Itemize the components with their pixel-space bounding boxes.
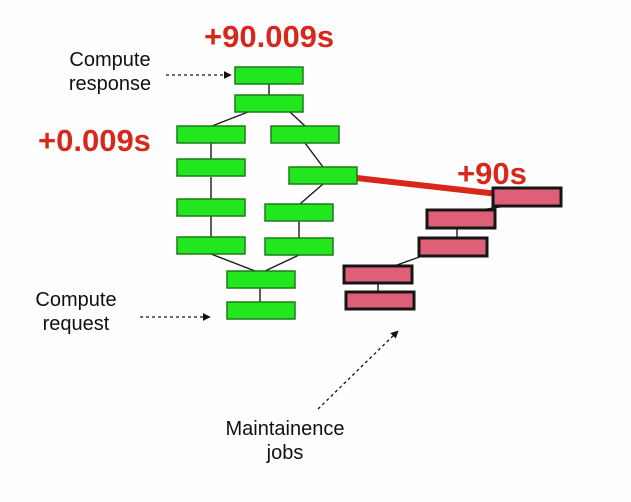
maintenance-node [342, 264, 414, 285]
compute-node [176, 198, 246, 217]
compute-node [176, 158, 246, 177]
timing-right: +90s [457, 156, 527, 191]
compute-node [234, 94, 304, 113]
compute-response-node [234, 66, 304, 85]
compute-node [176, 236, 246, 255]
edge-right-to-request [264, 254, 300, 272]
edge-response-to-left-branch [211, 111, 249, 127]
compute-request-label-line1: Compute [35, 289, 117, 311]
compute-node [288, 166, 358, 185]
timing-left: +0.009s [38, 123, 151, 158]
maintenance-label-line1: Maintainence [225, 418, 345, 440]
maintenance-label: Maintainence jobs [205, 417, 365, 465]
compute-request-node [226, 301, 296, 320]
dependency-link [354, 175, 501, 197]
maintenance-node [344, 290, 416, 311]
edge-right-1-2 [304, 142, 324, 168]
compute-node [264, 237, 334, 256]
compute-request-label-line2: request [42, 313, 110, 335]
compute-edges [210, 84, 324, 302]
compute-node [226, 270, 296, 289]
edge-left-to-request [210, 253, 256, 272]
timing-top: +90.009s [204, 19, 335, 54]
maintenance-node [425, 208, 497, 230]
compute-response-label-line1: Compute [69, 49, 151, 71]
compute-node [270, 125, 340, 144]
maintenance-label-line2: jobs [266, 442, 304, 464]
compute-request-label: Compute request [10, 288, 142, 336]
maintenance-node [417, 236, 489, 258]
compute-response-label-line2: response [68, 73, 152, 95]
edge-right-2-3 [299, 183, 324, 205]
compute-node [264, 203, 334, 222]
maintenance-node [491, 186, 563, 208]
pointer-arrows [140, 71, 399, 410]
compute-response-label: Compute response [44, 48, 176, 96]
maintenance-pointer-arrow [317, 330, 399, 410]
compute-nodes [176, 66, 358, 320]
compute-node [176, 125, 246, 144]
edge-response-to-right-branch [289, 111, 306, 127]
maintenance-nodes [342, 186, 563, 311]
